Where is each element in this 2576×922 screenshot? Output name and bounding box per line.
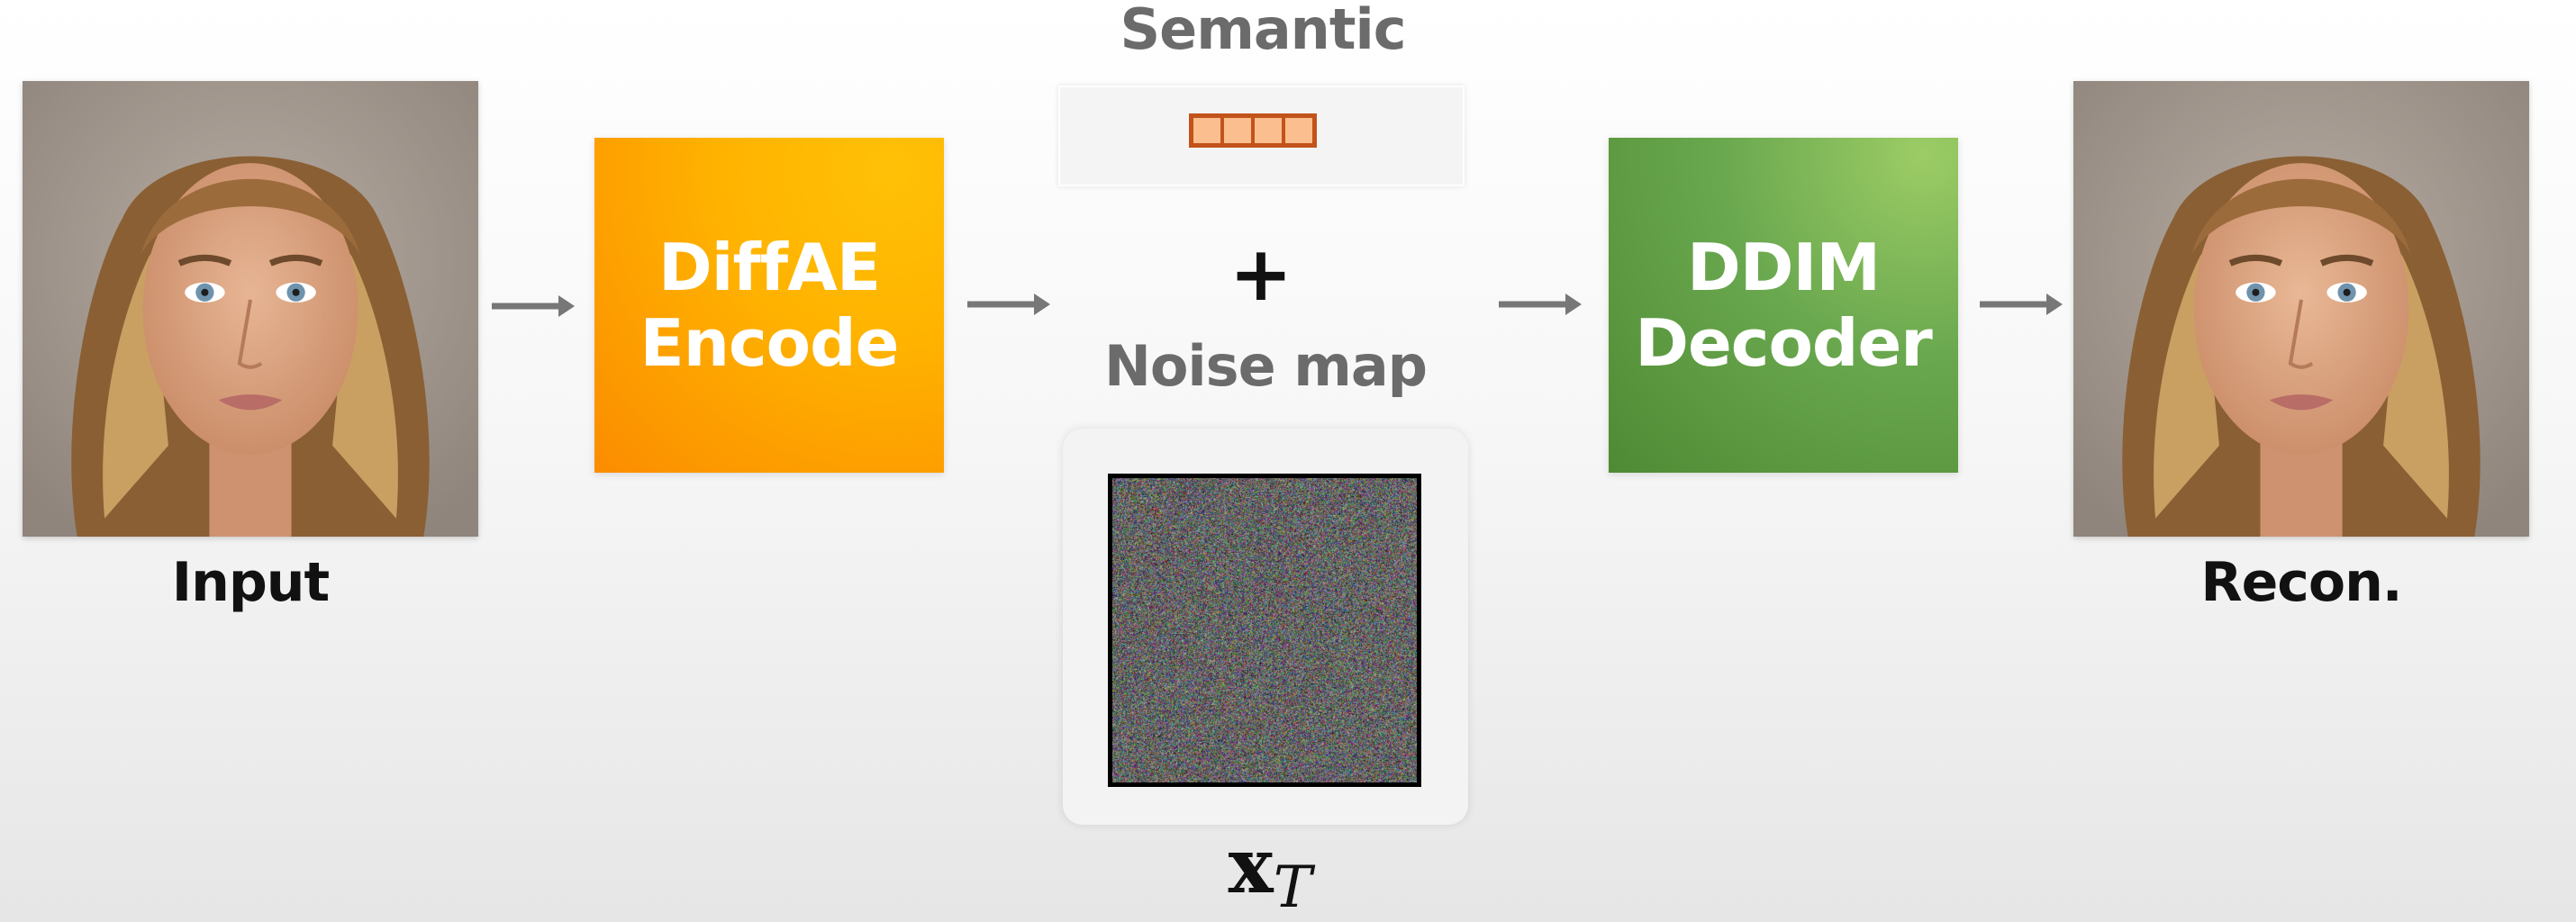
noise-map-card	[1063, 429, 1468, 825]
semantic-title: Semantic	[1056, 0, 1470, 62]
ddim-decoder-block: DDIM Decoder	[1609, 138, 1958, 473]
semantic-vector	[1189, 113, 1317, 148]
noise-map-title: Noise map	[1036, 333, 1495, 399]
input-caption: Input	[23, 551, 478, 614]
semantic-vector-cell	[1193, 118, 1220, 143]
plus-icon: +	[1207, 236, 1315, 312]
reconstruction-caption: Recon.	[2073, 551, 2529, 614]
encoder-label-line2: Encode	[640, 305, 899, 381]
arrow-right-icon	[1497, 288, 1583, 321]
diffae-encoder-block: DiffAE Encode	[594, 138, 944, 473]
reconstructed-face-image	[2073, 81, 2529, 537]
latent-symbol-main: x	[1229, 821, 1274, 910]
noise-map-image	[1108, 474, 1421, 787]
encoder-label-line1: DiffAE	[640, 230, 899, 305]
arrow-right-icon	[1978, 288, 2064, 321]
semantic-vector-cell	[1285, 118, 1312, 143]
decoder-label-line2: Decoder	[1635, 305, 1932, 381]
arrow-right-icon	[966, 288, 1052, 321]
decoder-label-line1: DDIM	[1635, 230, 1932, 305]
semantic-vector-cell	[1255, 118, 1282, 143]
arrow-right-icon	[490, 290, 576, 322]
latent-noise-symbol: xT	[1171, 821, 1369, 921]
input-face-image	[23, 81, 478, 537]
semantic-vector-cell	[1224, 118, 1251, 143]
semantic-code-card	[1058, 86, 1465, 186]
latent-symbol-subscript: T	[1274, 854, 1312, 921]
